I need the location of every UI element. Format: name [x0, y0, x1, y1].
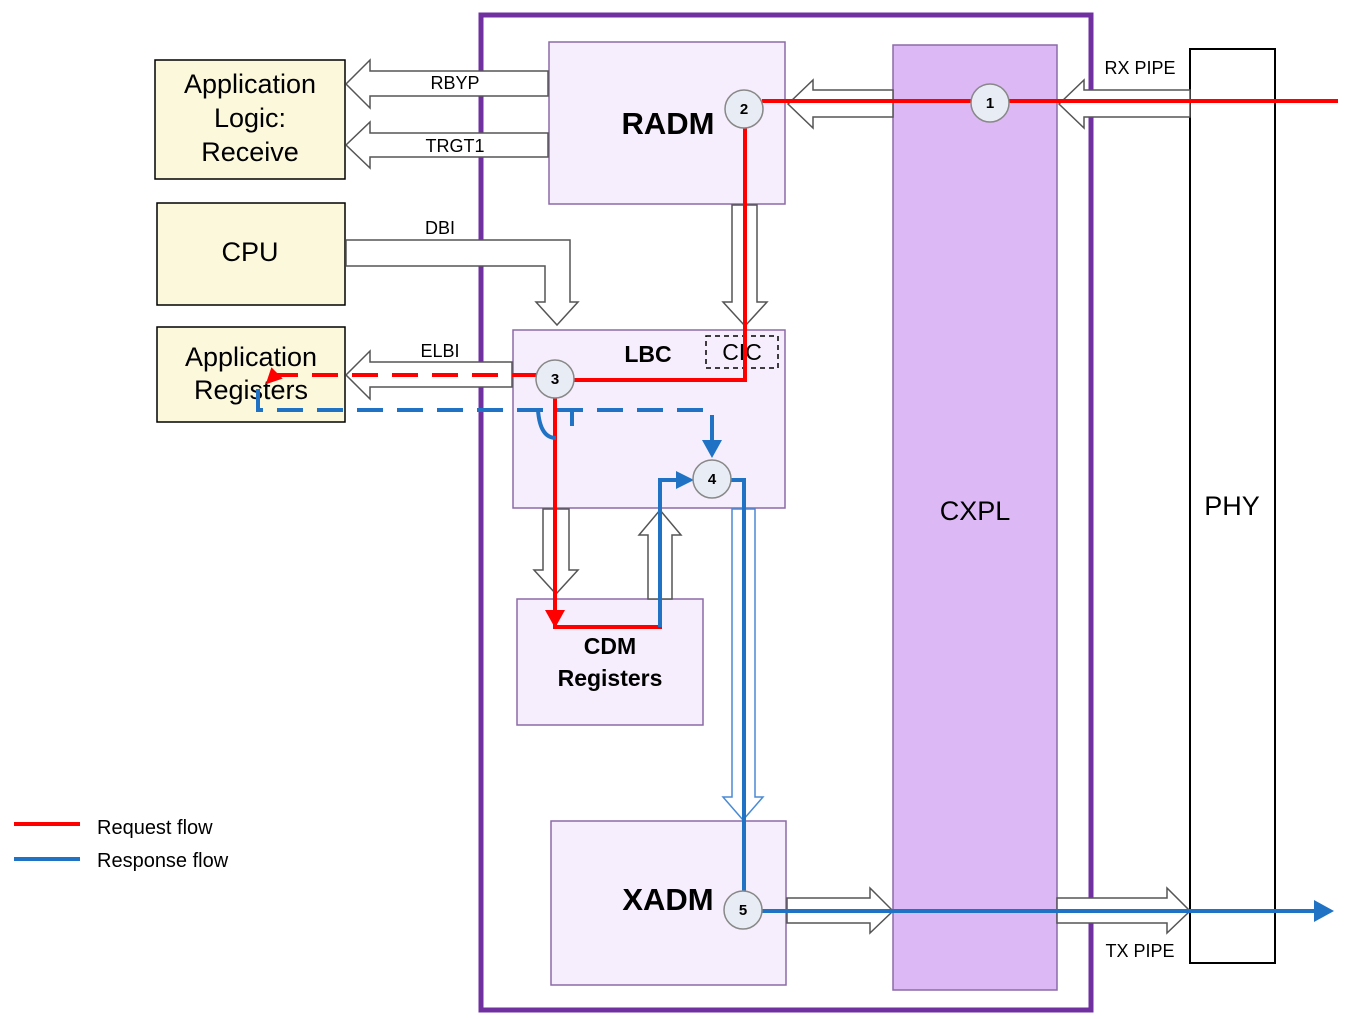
cdm-line-2: Registers [558, 665, 663, 691]
rx-pipe-label: RX PIPE [1104, 58, 1175, 78]
dbi-bus-arrow [345, 239, 580, 327]
cxpl-to-radm-arrow [786, 78, 894, 130]
step-marker-1: 1 [970, 83, 1010, 123]
response-flow-paths [256, 389, 1318, 913]
legend: Request flow Response flow [14, 817, 229, 872]
request-arrowhead-cdm [545, 610, 565, 628]
step-3-number: 3 [551, 371, 559, 388]
xadm-block: XADM [550, 820, 787, 986]
lbc-label: LBC [624, 341, 671, 367]
step-1-number: 1 [986, 95, 994, 112]
response-arrowhead-down [702, 440, 722, 458]
step-marker-3: 3 [535, 359, 575, 399]
cdm-registers-block: CDM Registers [516, 598, 704, 726]
cxpl-label: CXPL [940, 496, 1011, 526]
core-boundary [478, 12, 1094, 1013]
step-2-number: 2 [740, 101, 748, 118]
app-logic-line-3: Receive [201, 137, 299, 167]
xadm-label: XADM [622, 882, 713, 917]
cpu-label: CPU [221, 237, 278, 267]
rx-pipe-arrow [1057, 78, 1191, 130]
app-logic-line-2: Logic: [214, 103, 286, 133]
cdm-line-1: CDM [584, 633, 636, 659]
legend-response-label: Response flow [97, 850, 229, 872]
response-path-hook [536, 409, 557, 440]
phy-label: PHY [1204, 491, 1260, 521]
rbyp-label: RBYP [430, 73, 479, 93]
radm-label: RADM [622, 106, 715, 141]
elbi-label: ELBI [420, 341, 459, 361]
cic-label: CIC [722, 339, 762, 365]
tx-pipe-label: TX PIPE [1105, 941, 1174, 961]
rbyp-bus-arrow [344, 58, 549, 110]
legend-request-label: Request flow [97, 817, 213, 839]
step-5-number: 5 [739, 902, 747, 919]
response-arrowhead-out [1314, 900, 1334, 922]
response-path-app-to-lbc [256, 389, 714, 446]
app-logic-receive-block: Application Logic: Receive [154, 59, 346, 180]
step-4-number: 4 [708, 471, 717, 488]
dbi-label: DBI [425, 218, 455, 238]
cpu-block: CPU [156, 202, 346, 306]
request-path-to-app-registers [265, 367, 538, 385]
response-path-lbc-to-xadm [730, 478, 746, 892]
app-logic-line-1: Application [184, 69, 316, 99]
elbi-bus-arrow [344, 349, 513, 401]
request-path-radm-to-lbc [572, 126, 747, 382]
app-registers-line-2: Registers [194, 375, 308, 405]
step-marker-4: 4 [692, 459, 732, 499]
step-marker-2: 2 [724, 89, 764, 129]
cic-block: CIC [705, 335, 779, 369]
phy-block: PHY [1189, 48, 1276, 964]
trgt1-bus-arrow [344, 120, 549, 170]
cxpl-block: CXPL [892, 44, 1058, 991]
response-arrowhead-into-4 [676, 471, 694, 489]
step-marker-5: 5 [723, 890, 763, 930]
trgt1-label: TRGT1 [425, 136, 484, 156]
app-registers-line-1: Application [185, 342, 317, 372]
